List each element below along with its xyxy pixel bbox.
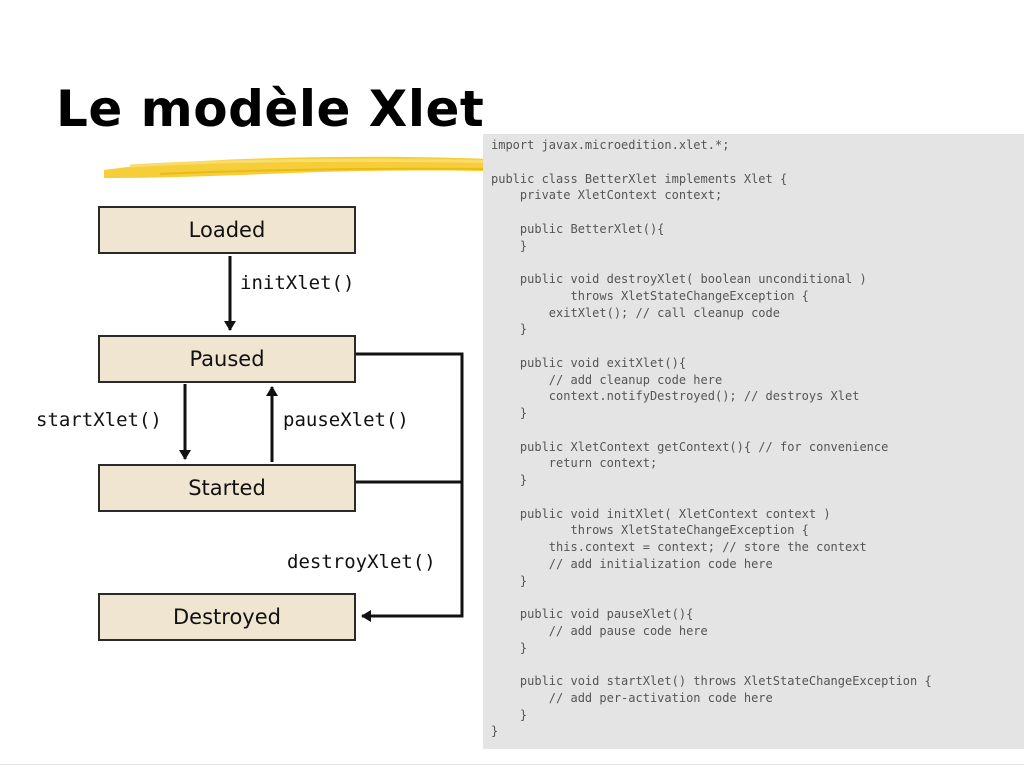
code-line: } [491,707,528,722]
code-line [491,656,1024,673]
code-line: public void pauseXlet(){ [491,607,694,621]
arrow-destroy [356,352,464,622]
code-line: this.context = context; // store the con… [491,540,867,554]
code-line: public void startXlet() throws XletState… [491,674,932,688]
code-line [491,204,1024,221]
code-line: // add cleanup code here [491,372,723,387]
state-destroyed: Destroyed [98,593,356,641]
code-line: public XletContext getContext(){ // for … [491,439,889,454]
code-line [491,489,1024,506]
state-started: Started [98,464,356,512]
code-line: // add pause code here [491,623,708,638]
code-line [491,589,1024,606]
label-pausexlet: pauseXlet() [283,409,409,431]
code-line: public void exitXlet(){ [491,355,687,370]
state-paused: Paused [98,335,356,383]
title-underline-highlight [104,156,518,178]
code-line: return context; [491,456,658,471]
state-loaded: Loaded [98,206,356,254]
code-line: } [491,573,528,588]
code-line: } [491,473,528,487]
code-line: public BetterXlet(){ [491,221,665,236]
code-line: // add initialization code here [491,556,773,571]
code-line: context.notifyDestroyed(); // destroys X… [491,389,860,404]
label-initxlet: initXlet() [240,272,355,294]
code-line: // add per-activation code here [491,690,773,705]
label-destroyxlet: destroyXlet() [287,551,436,573]
footer-divider [0,764,1024,765]
code-line [491,422,1024,439]
code-line: } [491,406,528,420]
code-line: import javax.microedition.xlet.*; [491,138,730,152]
code-line: } [491,322,528,337]
code-line: } [491,640,528,655]
code-line: public void destroyXlet( boolean uncondi… [491,272,867,286]
code-line: throws XletStateChangeException { [491,288,809,303]
slide-title: Le modèle Xlet [56,80,485,138]
code-line [491,338,1024,355]
code-line [491,154,1024,171]
code-line: } [491,724,499,739]
code-line: throws XletStateChangeException { [491,523,809,538]
code-line: public class BetterXlet implements Xlet … [491,171,788,186]
code-listing: import javax.microedition.xlet.*; public… [483,134,1024,749]
code-line: } [491,238,528,253]
diagram-arrows [179,256,464,622]
code-line: private XletContext context; [491,188,723,203]
xlet-lifecycle-diagram: Loaded Paused Started Destroyed initXlet… [0,0,480,768]
label-startxlet: startXlet() [36,409,162,431]
code-line: public void initXlet( XletContext contex… [491,506,831,521]
code-line [491,254,1024,271]
code-line: exitXlet(); // call cleanup code [491,305,780,320]
